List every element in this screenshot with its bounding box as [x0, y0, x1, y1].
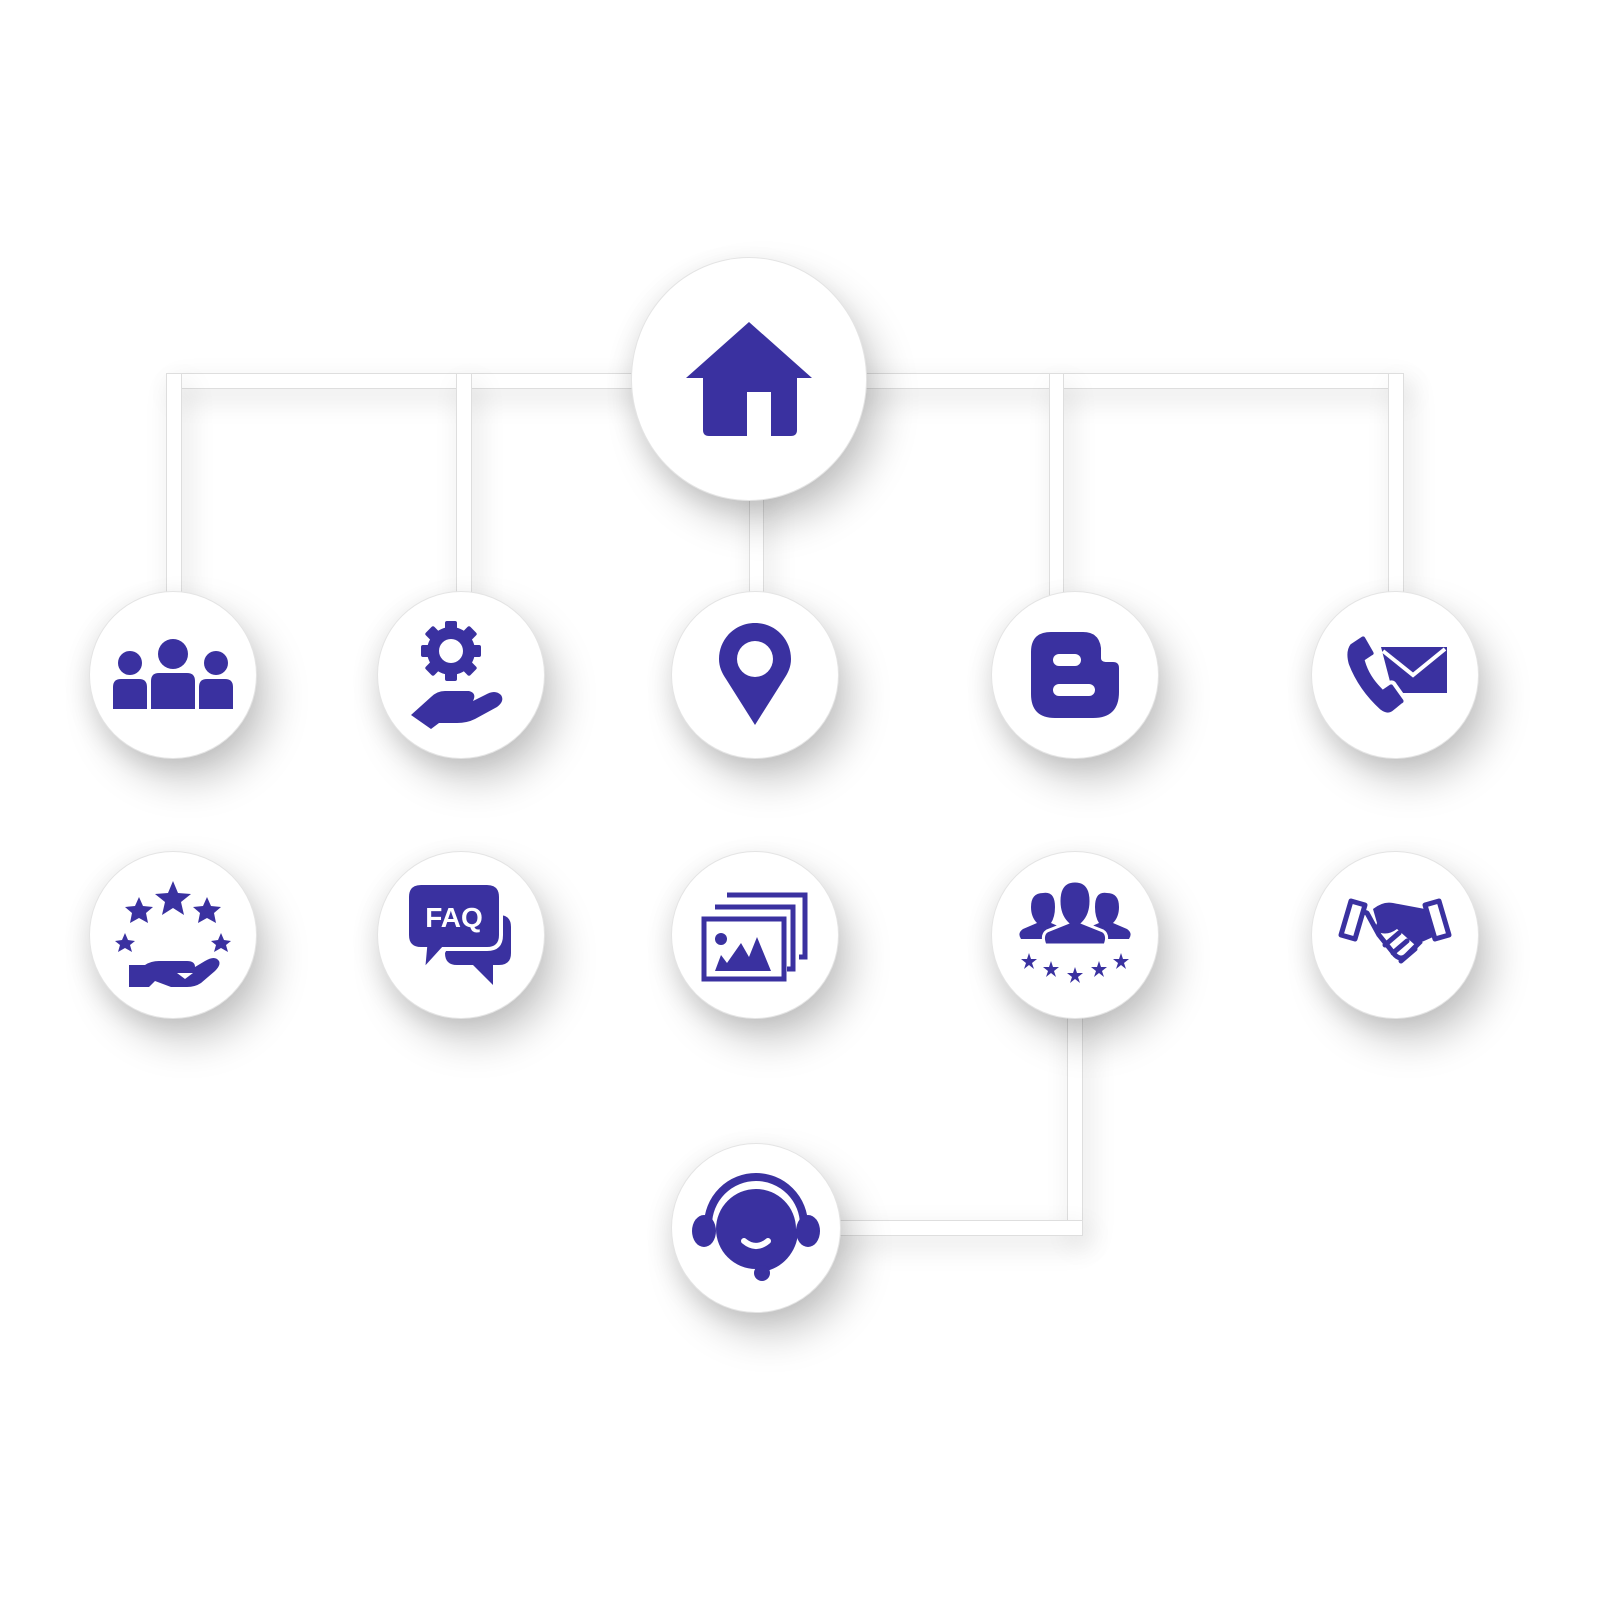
faq-label: FAQ: [425, 902, 483, 933]
blogger-icon: [1031, 632, 1119, 718]
faq-chat-icon: FAQ: [407, 881, 511, 985]
people-group-icon: [113, 639, 233, 709]
headset-support-icon: [692, 1173, 820, 1281]
connector-to-team: [167, 374, 181, 604]
customers-rating-icon: [1019, 879, 1131, 983]
connector-to-services: [457, 374, 471, 604]
node-home[interactable]: [632, 258, 866, 500]
node-support[interactable]: [672, 1144, 840, 1312]
node-reviews[interactable]: [90, 852, 256, 1018]
house-icon: [686, 322, 812, 436]
map-pin-icon: [719, 623, 791, 725]
node-faq[interactable]: FAQ: [378, 852, 544, 1018]
connector-to-support: [820, 1221, 1082, 1235]
node-about-team[interactable]: [90, 592, 256, 758]
phone-mail-icon: [1343, 632, 1447, 717]
node-location[interactable]: [672, 592, 838, 758]
node-gallery[interactable]: [672, 852, 838, 1018]
node-blog[interactable]: [992, 592, 1158, 758]
hand-stars-icon: [115, 881, 231, 987]
connector-to-blog: [1050, 374, 1063, 604]
connector-to-location: [750, 480, 763, 604]
node-partners[interactable]: [1312, 852, 1478, 1018]
connector-to-contact: [1389, 374, 1403, 604]
connector-testimonials-down: [1068, 1000, 1082, 1235]
node-contact[interactable]: [1312, 592, 1478, 758]
node-services[interactable]: [378, 592, 544, 758]
node-testimonials[interactable]: [992, 852, 1158, 1018]
handshake-icon: [1338, 898, 1452, 964]
hand-gear-icon: [411, 621, 503, 729]
image-gallery-icon: [701, 892, 808, 982]
